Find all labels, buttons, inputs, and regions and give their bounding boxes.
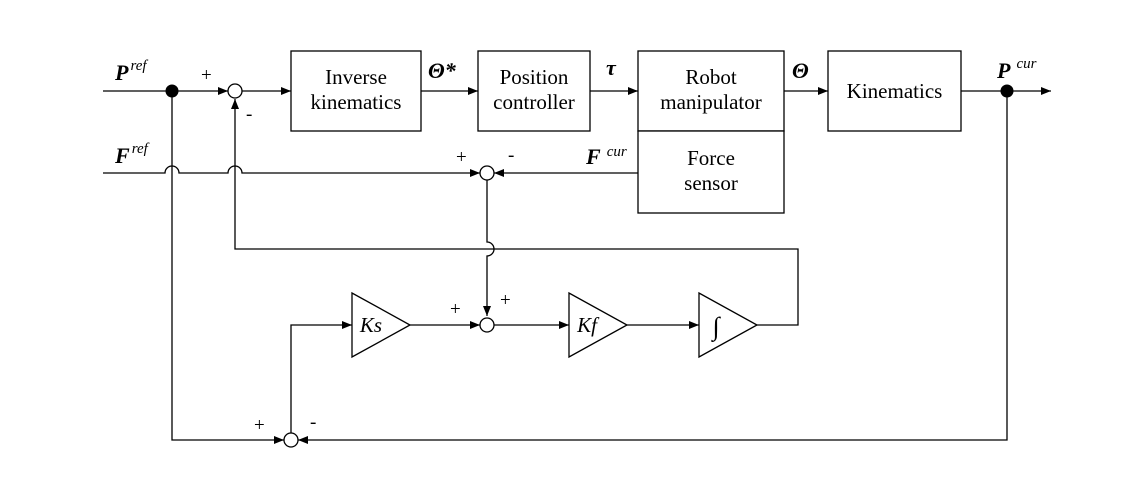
p-ref-symbol: P [114,60,129,85]
integrator-block: ∫ [698,291,759,359]
kf-gain-block: Kf [568,291,629,359]
robot-manipulator-label-line1: Robot [685,65,737,89]
ks-gain-block: Ks [351,291,412,359]
sum1-minus-sign: - [246,104,252,125]
integrator-symbol: ∫ [710,312,721,342]
sum4-plus-sign: + [254,415,265,436]
f-cur-superscript: cur [607,144,627,160]
position-controller-block: Position controller [477,50,591,132]
inverse-kinematics-block: Inverse kinematics [290,50,422,132]
p-ref-superscript: ref [130,58,148,74]
inverse-kinematics-label-line2: kinematics [311,90,402,114]
summing-junction-combine [479,317,495,333]
p-cur-symbol: P [996,58,1011,83]
sum1-plus-sign: + [201,65,212,86]
inverse-kinematics-label-line1: Inverse [325,65,387,89]
force-sensor-label-line1: Force [687,146,735,170]
p-cur-superscript: cur [1016,56,1036,72]
kinematics-block: Kinematics [827,50,962,132]
f-ref-symbol: F [114,143,130,168]
theta-star-label: Θ* [428,58,457,83]
branch-dot-p-ref [165,84,179,98]
kinematics-label: Kinematics [847,79,943,103]
branch-dot-p-cur [1000,84,1014,98]
force-sensor-block: Force sensor [637,130,785,214]
sum2-plus-sign: + [456,147,467,168]
summing-junction-position-error [283,432,299,448]
summing-junction-force [479,165,495,181]
summing-junction-position [227,83,243,99]
ks-gain-label: Ks [359,313,382,337]
f-cur-symbol: F [585,144,601,169]
sum3-plus-left-sign: + [450,299,461,320]
sum2-minus-sign: - [508,145,514,166]
tau-label: τ [606,55,617,80]
signal-wires [103,87,1051,444]
force-sensor-label-line2: sensor [684,171,738,195]
sum4-minus-sign: - [310,412,316,433]
kf-gain-label: Kf [576,313,600,337]
theta-label: Θ [792,58,809,83]
f-ref-superscript: ref [132,141,150,157]
robot-manipulator-label-line2: manipulator [660,90,761,114]
position-controller-label-line2: controller [493,90,575,114]
position-controller-label-line1: Position [500,65,569,89]
sum3-plus-top-sign: + [500,290,511,311]
robot-manipulator-block: Robot manipulator [637,50,785,132]
